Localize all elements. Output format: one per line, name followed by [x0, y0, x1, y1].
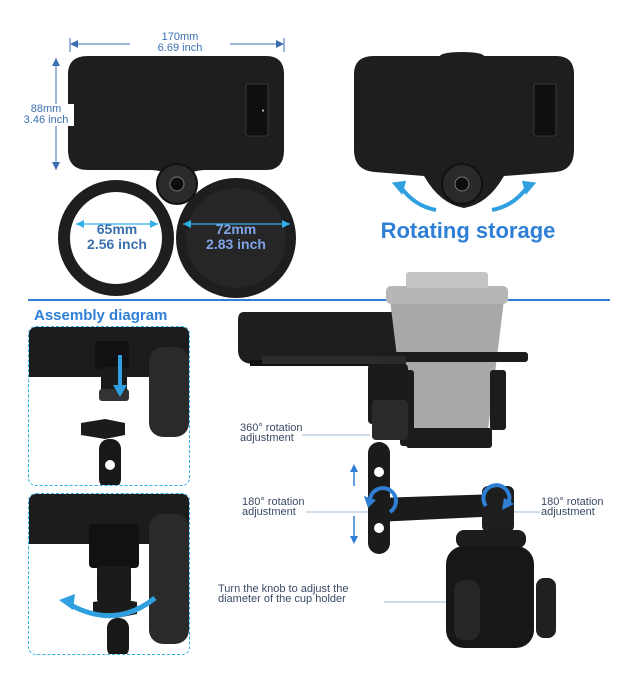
small-cup-in: 2.56 inch — [87, 236, 147, 252]
section-divider — [28, 299, 610, 301]
rotation-180-right-line1: 180° rotation — [541, 496, 604, 508]
assembly-step-2-illustration — [29, 494, 189, 654]
rotation-360-line2: adjustment — [240, 432, 294, 444]
rotation-360-line1: 360° rotation — [240, 422, 303, 434]
knob-line1: Turn the knob to adjust the — [218, 583, 349, 595]
knob-label: Turn the knob to adjust the diameter of … — [218, 583, 349, 605]
rotation-180-left-label: 180° rotation adjustment — [242, 496, 305, 518]
assembly-step-1-illustration — [29, 327, 189, 485]
height-in: 3.46 inch — [23, 114, 69, 126]
large-cup-label: 72mm 2.83 inch — [188, 222, 284, 252]
rotation-180-left-line1: 180° rotation — [242, 496, 305, 508]
knob-line2: diameter of the cup holder — [218, 593, 346, 605]
rotation-180-left-line2: adjustment — [242, 506, 296, 518]
small-cup-label: 65mm 2.56 inch — [72, 222, 162, 252]
product-assembly-figure — [238, 272, 556, 648]
rotation-180-right-label: 180° rotation adjustment — [541, 496, 604, 518]
tray-dimensions-figure — [52, 38, 296, 298]
height-label: 88mm 3.46 inch — [18, 104, 74, 126]
width-mm: 170mm — [161, 31, 199, 43]
rotation-180-right-line2: adjustment — [541, 506, 595, 518]
assembly-step-1-panel — [28, 326, 190, 486]
width-label: 170mm 6.69 inch — [130, 32, 230, 54]
width-in: 6.69 inch — [157, 42, 203, 54]
assembly-step-2-panel — [28, 493, 190, 655]
rotating-storage-title: Rotating storage — [380, 218, 556, 243]
brand-logo-1: ● — [260, 108, 266, 114]
height-mm: 88mm — [30, 103, 62, 115]
rotating-tray-figure — [354, 52, 574, 212]
large-cup-mm: 72mm — [215, 221, 257, 237]
rotation-360-label: 360° rotation adjustment — [240, 422, 303, 444]
large-cup-in: 2.83 inch — [206, 236, 266, 252]
small-cup-mm: 65mm — [96, 221, 138, 237]
assembly-title: Assembly diagram — [34, 307, 168, 324]
